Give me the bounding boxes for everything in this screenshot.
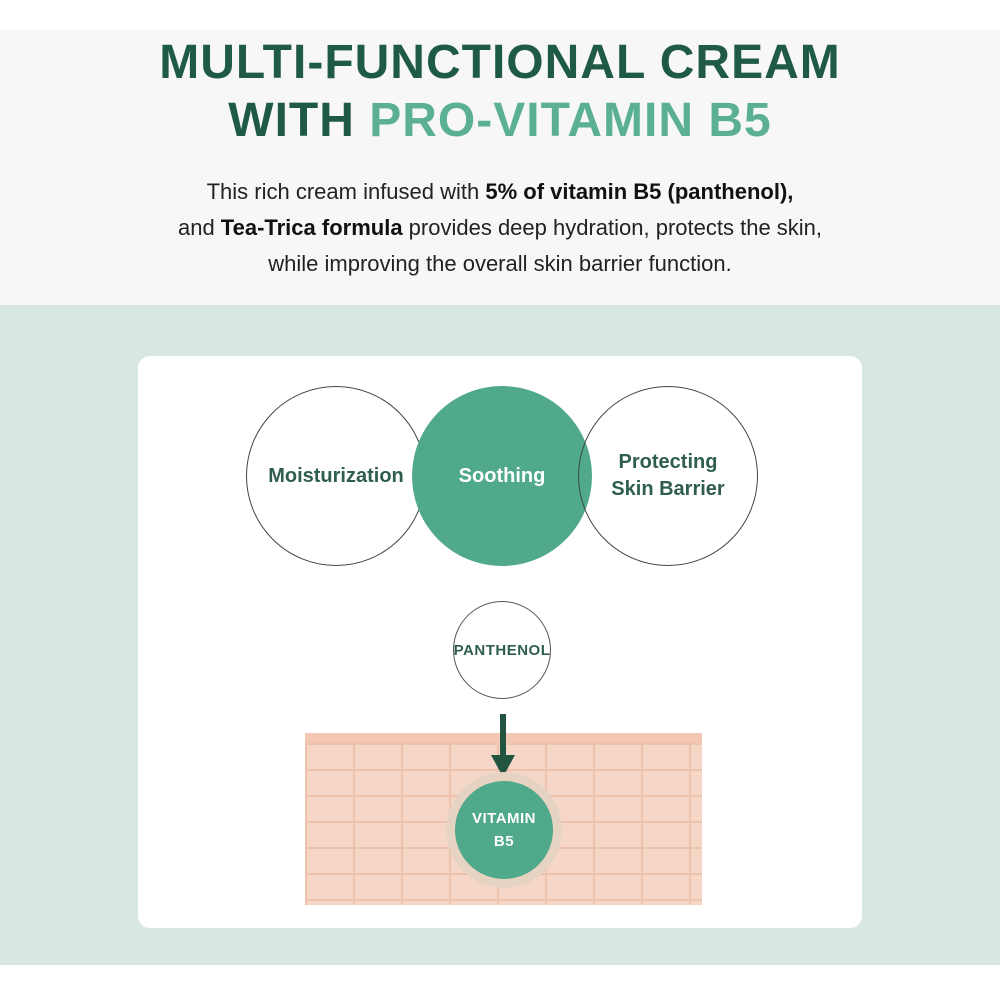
intro-text-bold: Tea-Trica formula (220, 215, 403, 240)
vitamin-label-line-2: B5 (493, 833, 515, 850)
headline-line-1: MULTI-FUNCTIONAL CREAM (159, 36, 841, 89)
intro-text-plain: provides deep hydration, protects the sk… (402, 215, 823, 240)
benefit-circle-moisturization: Moisturization (246, 386, 426, 566)
headline: MULTI-FUNCTIONAL CREAM WITH PRO-VITAMIN … (0, 34, 1000, 150)
bottom-margin (0, 965, 1000, 1000)
down-arrow-icon (500, 714, 506, 760)
header-section (0, 0, 1000, 305)
intro-line-3: while improving the overall skin barrier… (268, 251, 732, 276)
headline-prefix: WITH (228, 94, 370, 147)
vitamin-b5-circle: VITAMIN B5 (455, 781, 553, 879)
headline-line-2: WITH PRO-VITAMIN B5 (0, 92, 1000, 150)
arrow-head-icon (491, 755, 515, 777)
benefit-circle-soothing: Soothing (412, 386, 592, 566)
top-margin (0, 0, 1000, 30)
intro-line-1: This rich cream infused with 5% of vitam… (0, 174, 1000, 210)
panthenol-label: PANTHENOL (453, 641, 551, 659)
benefit-label-line-1: Protecting (618, 451, 718, 473)
intro-text-bold: 5% of vitamin B5 (panthenol), (485, 179, 794, 204)
intro-line-2: and Tea-Trica formula provides deep hydr… (0, 210, 1000, 246)
benefit-circle-protecting: Protecting Skin Barrier (578, 386, 758, 566)
intro-text-plain: and (177, 215, 221, 240)
panthenol-circle: PANTHENOL (453, 601, 551, 699)
intro-text-plain: This rich cream infused with (206, 179, 486, 204)
headline-accent: PRO-VITAMIN B5 (369, 94, 772, 147)
vitamin-label-line-1: VITAMIN (471, 810, 537, 827)
intro-text: This rich cream infused with 5% of vitam… (0, 174, 1000, 282)
benefit-label: Soothing (458, 464, 546, 487)
benefit-label: Moisturization (268, 464, 404, 487)
benefit-label-line-2: Skin Barrier (611, 478, 725, 500)
